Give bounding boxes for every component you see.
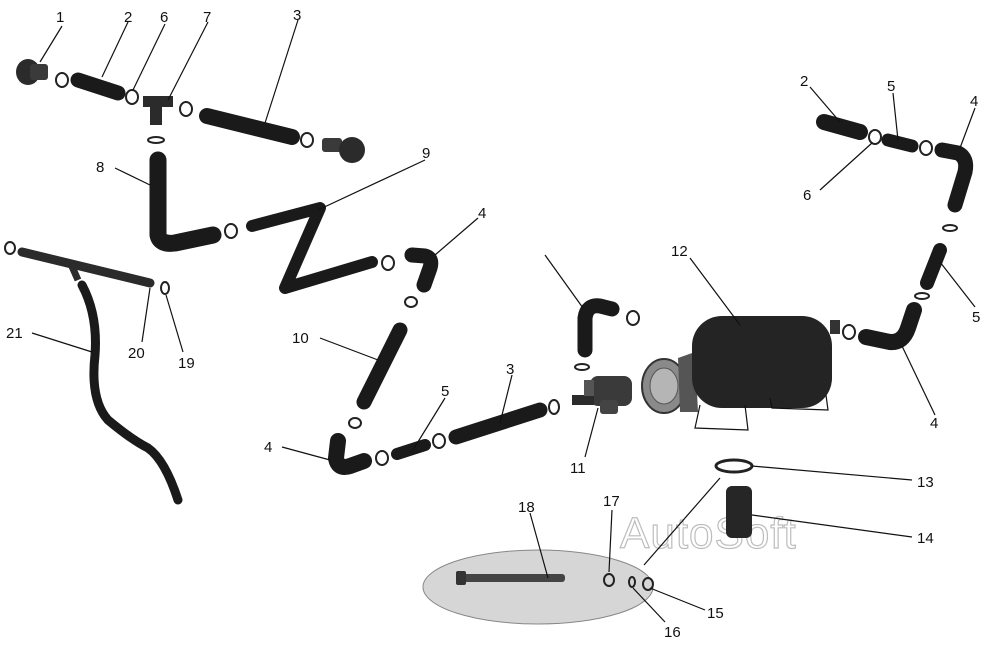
label-4-lower: 4: [264, 439, 272, 456]
clamp-left-end-21: [4, 241, 16, 255]
label-4-lower-right: 4: [930, 415, 938, 432]
clamp-right-4-middle: [626, 310, 640, 326]
clamp-below-10: [348, 417, 362, 429]
label-3-top: 3: [293, 7, 301, 24]
part-4-elbow-upper: [404, 247, 439, 293]
part-1-union-nut: [16, 59, 48, 85]
label-17: 17: [603, 493, 620, 510]
clamp-near-7: [179, 101, 193, 117]
leader-lines: [31, 19, 976, 623]
part-6-clamp-right: [868, 129, 882, 145]
clamp-after-5-upper-right: [919, 140, 933, 156]
part-4-elbow-upper-right: [934, 142, 974, 213]
part-21-pipe: [77, 280, 183, 505]
clamp-after-9: [381, 255, 395, 271]
part-4-elbow-lower: [328, 433, 372, 475]
part-3-hose-lower: [448, 402, 548, 445]
part-8-elbow-hose: [149, 151, 222, 252]
clamp-below-4-upper: [404, 296, 418, 308]
label-3-lower: 3: [506, 361, 514, 378]
label-12: 12: [671, 243, 688, 260]
part-19-clamp: [160, 281, 170, 295]
clamp-below-4-upper-right: [942, 224, 958, 232]
label-15: 15: [707, 605, 724, 622]
part-10-hose: [356, 322, 408, 410]
label-13: 13: [917, 474, 934, 491]
part-13-gasket: [714, 458, 754, 474]
clamp-after-8: [224, 223, 238, 239]
part-9-hose: [246, 202, 378, 294]
label-11: 11: [570, 460, 586, 477]
label-8: 8: [96, 159, 104, 176]
clamp-after-4-lower: [375, 450, 389, 466]
part-15-nut: [642, 577, 654, 591]
label-7: 7: [203, 9, 211, 26]
label-14: 14: [917, 530, 934, 547]
part-20-tee-pipe: [17, 247, 155, 288]
part-18-bolt: [456, 571, 565, 585]
part-4-elbow-lower-right: [858, 302, 922, 351]
part-5-tube-upper-right: [881, 133, 919, 153]
label-19: 19: [178, 355, 195, 372]
part-3-hose-top: [199, 108, 300, 145]
part-17-washer: [603, 573, 615, 587]
label-21: 21: [6, 325, 23, 342]
part-2-hose: [70, 72, 126, 101]
label-1: 1: [56, 9, 64, 26]
label-2-top: 2: [124, 9, 132, 26]
label-4-upper-right: 4: [970, 93, 978, 110]
part-11-pump: [572, 376, 632, 414]
label-9: 9: [422, 145, 430, 162]
clamp-near-12: [842, 324, 856, 340]
clamp-after-3-lower: [548, 399, 560, 415]
clamp-below-4-middle: [574, 363, 590, 371]
label-2-right: 2: [800, 73, 808, 90]
part-5-tube-right: [920, 243, 947, 290]
part-12-heater: [641, 316, 840, 431]
label-6-right: 6: [803, 187, 811, 204]
label-5-upper-right: 5: [887, 78, 895, 95]
label-4-upper: 4: [478, 205, 486, 222]
clamp-above-8: [147, 136, 165, 144]
label-5-right: 5: [972, 309, 980, 326]
part-6-clamp: [125, 89, 139, 105]
label-18: 18: [518, 499, 535, 516]
label-16: 16: [664, 624, 681, 641]
part-7-tee: [143, 96, 173, 125]
part-1-union-nut-right: [322, 137, 365, 163]
label-5-lower: 5: [441, 383, 449, 400]
label-10: 10: [292, 330, 309, 347]
clamp-below-5-right: [914, 292, 930, 300]
clamp-near-3-top: [300, 132, 314, 148]
part-16-washer: [628, 576, 636, 588]
watermark: AutoSoft: [620, 509, 797, 558]
clamp-after-5-lower: [432, 433, 446, 449]
part-2-hose-right: [816, 114, 868, 140]
part-14-cover: [726, 486, 752, 538]
clamp-near-1: [55, 72, 69, 88]
label-6-top: 6: [160, 9, 168, 26]
highlight-ellipse: [422, 549, 654, 625]
part-5-tube-lower: [391, 439, 431, 460]
part-4-elbow-middle: [577, 298, 620, 358]
label-20: 20: [128, 345, 145, 362]
